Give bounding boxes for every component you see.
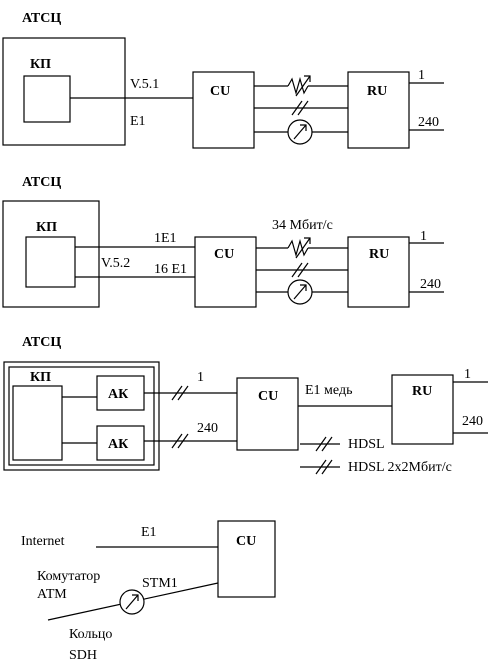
sdh-ring-label-line1: Кольцо [69, 627, 112, 642]
ak-label-bottom: АК [108, 437, 129, 452]
speed-label: 34 Мбит/с [272, 218, 333, 233]
ak-label-top: АК [108, 387, 129, 402]
atsc-title: АТСЦ [22, 11, 61, 26]
optical-transceiver-icon [119, 589, 145, 615]
cu-box [192, 71, 255, 149]
ru-box [347, 236, 410, 308]
kp-label: КП [30, 370, 51, 385]
medium-label: E1 медь [305, 383, 352, 398]
radio-link-arrow [295, 75, 311, 97]
scheme-2-v52: АТСЦ КП V.5.2 1E1 16 E1 CU 34 Мбит/с RU … [2, 175, 444, 308]
interface-label: V.5.1 [130, 77, 159, 92]
atsc-title: АТСЦ [22, 335, 61, 350]
interface-label: V.5.2 [101, 256, 130, 271]
cu-box [236, 377, 299, 451]
port-last-label: 240 [462, 414, 483, 429]
scheme-3-ak: АТСЦ КП АК АК 1 240 CU E1 медь RU 1 240 [3, 335, 488, 475]
ru-label: RU [412, 384, 432, 399]
sdh-ring-label-line2: SDH [69, 648, 97, 663]
cable-slash-2 [297, 100, 309, 116]
cable-slash-1 [291, 262, 303, 278]
kp-label: КП [30, 57, 51, 72]
cu-label: CU [236, 534, 256, 549]
ak-box-bottom [96, 425, 145, 461]
cable-slash-2 [297, 262, 309, 278]
cu-box [217, 520, 276, 598]
radio-link-symbol [287, 76, 309, 96]
ru-box [391, 374, 454, 445]
kp-label: КП [36, 220, 57, 235]
radio-link-arrow [295, 237, 311, 259]
cu-label: CU [214, 247, 234, 262]
ru-label: RU [369, 247, 389, 262]
optical-transceiver-icon [287, 119, 313, 145]
atsc-title: АТСЦ [22, 175, 61, 190]
e1-label: E1 [141, 525, 157, 540]
stm1-label: STM1 [142, 576, 178, 591]
port-first-label: 1 [464, 367, 471, 382]
port-first-label: 1 [420, 229, 427, 244]
optical-transceiver-icon [287, 279, 313, 305]
link-first-label: 1 [197, 370, 204, 385]
atm-switch-label-line1: Комутатор [37, 569, 100, 584]
link-bottom-label: 16 E1 [154, 262, 187, 277]
legend-hdsl-2x2-label: HDSL 2х2Мбит/с [348, 460, 452, 475]
kp-box [12, 385, 63, 461]
atm-switch-label-line2: АТМ [37, 587, 67, 602]
radio-link-symbol [287, 238, 309, 258]
kp-box [25, 236, 76, 288]
ru-box [347, 71, 410, 149]
port-last-label: 240 [420, 277, 441, 292]
link-top-label: 1E1 [154, 231, 177, 246]
ru-label: RU [367, 84, 387, 99]
legend-hdsl-label: HDSL [348, 437, 385, 452]
cu-box [194, 236, 257, 308]
scheme-4-internet: Internet E1 Комутатор АТМ STM1 Кольцо SD… [21, 520, 276, 663]
cable-slash-1 [291, 100, 303, 116]
kp-box [23, 75, 71, 123]
link-label: E1 [130, 114, 146, 129]
internet-label: Internet [21, 534, 65, 549]
cu-label: CU [258, 389, 278, 404]
port-last-label: 240 [418, 115, 439, 130]
link-last-label: 240 [197, 421, 218, 436]
port-first-label: 1 [418, 68, 425, 83]
scheme-1-v51: АТСЦ КП V.5.1 E1 CU RU 1 240 [2, 11, 444, 149]
cu-label: CU [210, 84, 230, 99]
